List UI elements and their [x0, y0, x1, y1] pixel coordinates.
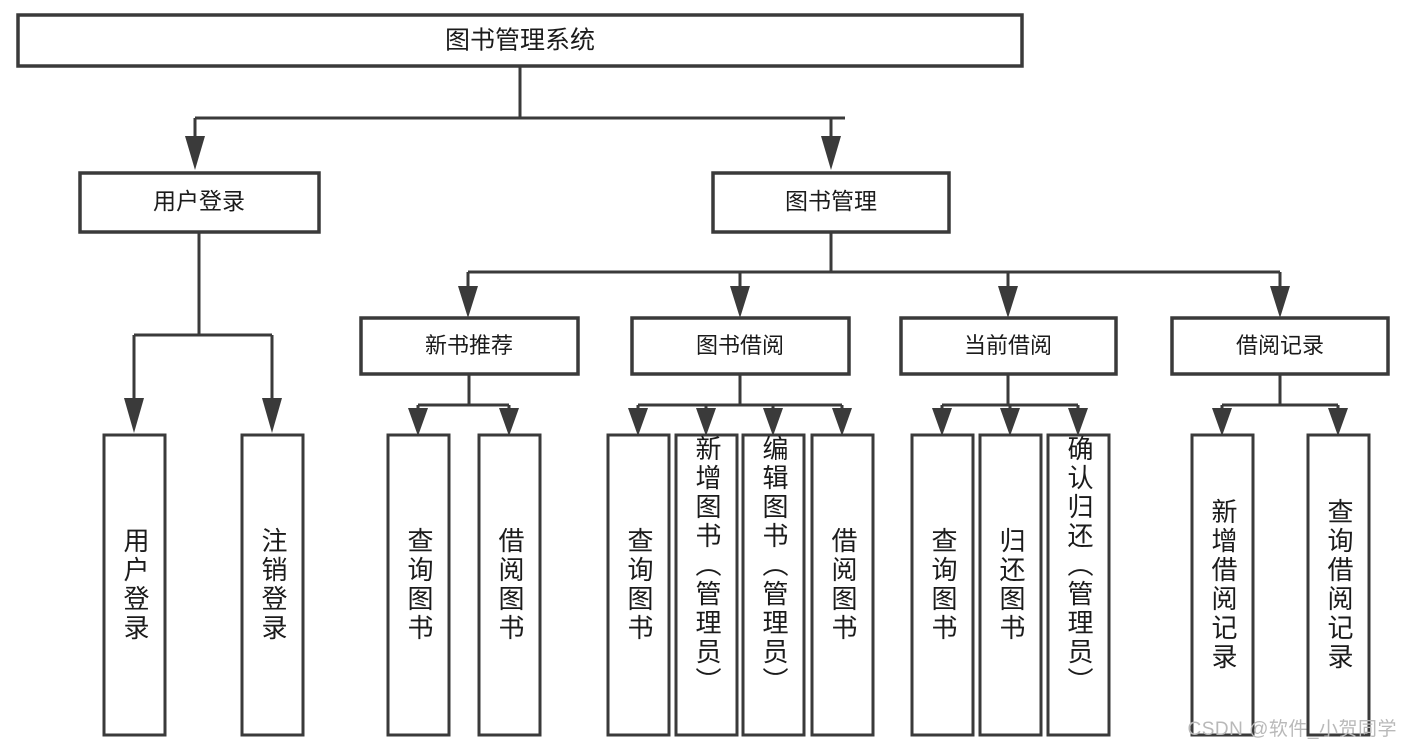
node-root[interactable]: 图书管理系统 [16, 13, 1024, 68]
node-book-borrow[interactable]: 图书借阅 [630, 316, 851, 376]
node-current-borrow-label: 当前借阅 [964, 333, 1052, 358]
node-borrow-record[interactable]: 借阅记录 [1170, 316, 1390, 376]
arrow-book-manage-to-current-borrow [998, 286, 1018, 318]
node-book-borrow-label: 图书借阅 [696, 333, 784, 358]
node-book-manage-box[interactable] [711, 171, 951, 234]
leaf-box-user-login-1[interactable] [102, 433, 167, 737]
arrow-new-book-leaf-2 [499, 408, 519, 436]
arrow-book-borrow-leaf-4 [832, 408, 852, 436]
arrow-borrow-record-leaf-1 [1212, 408, 1232, 436]
leaf-box-current-borrow-3[interactable] [1046, 433, 1111, 737]
node-new-book-recommend-box[interactable] [359, 316, 580, 376]
arrow-book-manage-to-book-borrow [730, 286, 750, 318]
node-new-book-recommend[interactable]: 新书推荐 [359, 316, 580, 376]
connector-layer [124, 66, 1348, 436]
arrow-book-manage-to-borrow-record [1270, 286, 1290, 318]
node-root-label: 图书管理系统 [445, 27, 595, 55]
leaf-box-current-borrow-1[interactable] [910, 433, 975, 737]
node-current-borrow[interactable]: 当前借阅 [899, 316, 1118, 376]
arrow-book-borrow-leaf-3 [763, 408, 783, 436]
node-user-login-box[interactable] [78, 171, 321, 234]
node-book-manage[interactable]: 图书管理 [711, 171, 951, 234]
watermark-text: CSDN @软件_小贺同学 [1187, 719, 1397, 740]
leaf-box-new-book-1[interactable] [386, 433, 451, 737]
leaf-box-user-login-2[interactable] [240, 433, 305, 737]
node-book-manage-label: 图书管理 [785, 188, 877, 214]
node-book-borrow-box[interactable] [630, 316, 851, 376]
leaf-box-current-borrow-2[interactable] [978, 433, 1043, 737]
leaf-box-book-borrow-4[interactable] [810, 433, 875, 737]
leaf-box-book-borrow-3[interactable] [741, 433, 806, 737]
arrow-root-to-book-manage [821, 136, 841, 170]
arrow-book-borrow-leaf-1 [628, 408, 648, 436]
leaf-box-book-borrow-1[interactable] [606, 433, 671, 737]
leaf-box-borrow-record-2[interactable] [1306, 433, 1371, 737]
node-new-book-recommend-label: 新书推荐 [425, 333, 513, 358]
leaf-box-borrow-record-1[interactable] [1190, 433, 1255, 737]
leaf-box-book-borrow-2[interactable] [674, 433, 739, 737]
arrow-new-book-leaf-1 [408, 408, 428, 436]
node-borrow-record-box[interactable] [1170, 316, 1390, 376]
arrow-current-borrow-leaf-3 [1068, 408, 1088, 436]
arrow-book-manage-to-new-book [458, 286, 478, 318]
node-user-login-label: 用户登录 [153, 188, 245, 214]
node-current-borrow-box[interactable] [899, 316, 1118, 376]
arrow-root-to-user-login [185, 136, 205, 170]
node-root-box[interactable] [16, 13, 1024, 68]
node-borrow-record-label: 借阅记录 [1236, 333, 1324, 358]
leaf-box-layer [102, 433, 1371, 737]
arrow-current-borrow-leaf-2 [1000, 408, 1020, 436]
node-user-login[interactable]: 用户登录 [78, 171, 321, 234]
arrow-user-login-leaf-2 [262, 398, 282, 433]
arrow-book-borrow-leaf-2 [696, 408, 716, 436]
leaf-box-new-book-2[interactable] [477, 433, 542, 737]
arrow-user-login-leaf-1 [124, 398, 144, 433]
arrow-borrow-record-leaf-2 [1328, 408, 1348, 436]
arrow-current-borrow-leaf-1 [932, 408, 952, 436]
